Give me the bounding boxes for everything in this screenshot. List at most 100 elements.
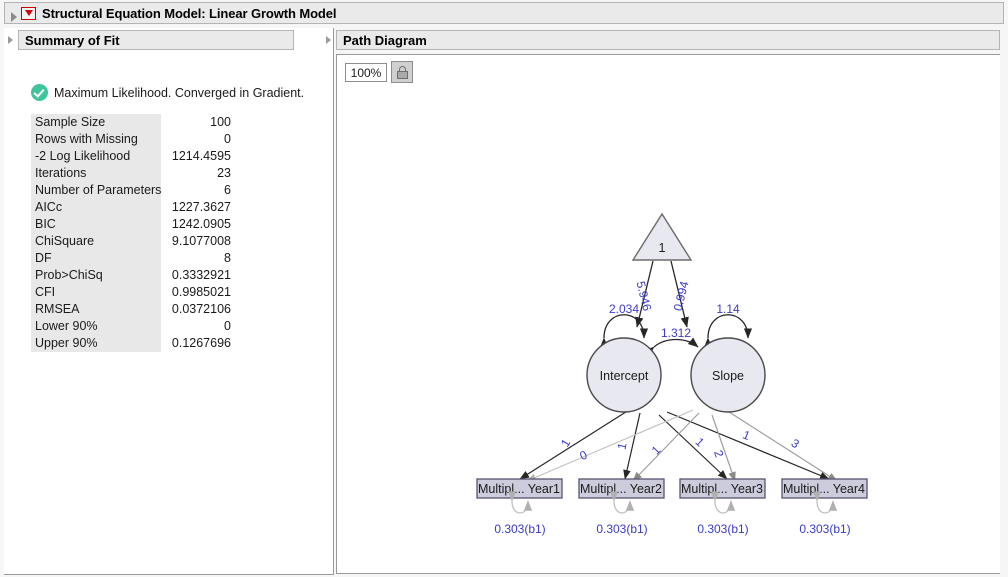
slope-mean-label: 0.994 <box>671 279 692 312</box>
observed-label-year3: Multipl... Year3 <box>681 482 763 496</box>
intercept-loading-label-3: 1 <box>693 435 708 450</box>
fit-stat-value: 9.1077008 <box>161 233 234 250</box>
fit-stat-value: 100 <box>161 114 234 131</box>
path-intercept-to-year3 <box>658 414 728 480</box>
slope-loading-label-3: 2 <box>711 448 727 459</box>
outline-disclosure-icon[interactable] <box>11 12 17 22</box>
observed-node-year2[interactable]: Multipl... Year2 <box>578 478 665 499</box>
fit-stat-label: Sample Size <box>31 114 162 131</box>
path-slope-to-year1 <box>526 409 694 482</box>
convergence-status-text: Maximum Likelihood. Converged in Gradien… <box>54 85 305 100</box>
fit-stat-value: 1242.0905 <box>161 216 234 233</box>
lock-button[interactable] <box>391 61 413 83</box>
green-check-icon <box>31 84 48 101</box>
fit-stat-value: 1214.4595 <box>161 148 234 165</box>
path-intercept-to-year1 <box>519 409 630 480</box>
fit-stat-value: 1227.3627 <box>161 199 234 216</box>
observed-node-year3[interactable]: Multipl... Year3 <box>679 478 766 499</box>
loop-residual-year4 <box>812 491 838 514</box>
fit-stat-label: Iterations <box>31 165 162 182</box>
fit-stat-value: 0 <box>161 318 234 335</box>
fit-stat-label: DF <box>31 250 162 267</box>
fit-stat-value: 6 <box>161 182 234 199</box>
fit-stat-label: BIC <box>31 216 162 233</box>
path-diagram-panel: Path Diagram 100% <box>326 28 1004 575</box>
fit-stat-value: 0.0372106 <box>161 301 234 318</box>
path-slope-to-year2 <box>632 412 700 482</box>
path-diagram-canvas[interactable]: 100% <box>336 54 1000 574</box>
residual-label-year4: 0.303(b1) <box>799 522 850 536</box>
latent-node-slope[interactable] <box>690 337 766 413</box>
summary-of-fit-header[interactable]: Summary of Fit <box>18 30 294 50</box>
path-constant-to-slope <box>670 260 689 328</box>
fit-stat-label: Number of Parameters <box>31 182 162 199</box>
path-slope-to-year4 <box>725 409 838 482</box>
residual-label-year1: 0.303(b1) <box>494 522 545 536</box>
covariance-arrow <box>643 337 699 357</box>
page-title: Structural Equation Model: Linear Growth… <box>42 5 337 21</box>
fit-stat-value: 0.1267696 <box>161 335 234 352</box>
fit-stat-value: 0.9985021 <box>161 284 234 301</box>
path-diagram-title: Path Diagram <box>343 32 427 48</box>
loop-residual-year2 <box>609 491 635 514</box>
table-row: Upper 90%0.1267696 <box>31 335 234 352</box>
fit-stat-label: Upper 90% <box>31 335 162 352</box>
lock-icon <box>396 65 408 79</box>
path-constant-to-intercept <box>635 260 654 328</box>
path-diagram-graphic: 1 5.946 0.994 2.034 1.14 1.312 <box>476 212 868 536</box>
path-intercept-to-year4 <box>666 411 830 480</box>
intercept-variance-label: 2.034 <box>609 302 639 316</box>
path-diagram-header[interactable]: Path Diagram <box>336 30 1000 50</box>
fit-stat-label: ChiSquare <box>31 233 162 250</box>
summary-of-fit-panel: Summary of Fit Maximum Likelihood. Conve… <box>4 28 334 575</box>
fit-stat-label: Rows with Missing <box>31 131 162 148</box>
constant-node[interactable] <box>631 212 693 261</box>
fit-stat-value: 0.3332921 <box>161 267 234 284</box>
summary-disclosure-icon[interactable] <box>8 36 13 44</box>
observed-label-year1: Multipl... Year1 <box>478 482 560 496</box>
fit-stat-value: 23 <box>161 165 234 182</box>
report-menu-button[interactable] <box>21 6 36 20</box>
loop-slope-variance <box>703 314 753 348</box>
slope-loading-label-4: 3 <box>789 436 802 452</box>
observed-label-year2: Multipl... Year2 <box>580 482 662 496</box>
observed-label-year4: Multipl... Year4 <box>783 482 865 496</box>
latent-node-intercept[interactable] <box>586 337 662 413</box>
report-title-bar: Structural Equation Model: Linear Growth… <box>4 2 1004 24</box>
latent-label-intercept: Intercept <box>600 369 649 383</box>
fit-stat-label: RMSEA <box>31 301 162 318</box>
observed-node-year1[interactable]: Multipl... Year1 <box>476 478 563 499</box>
table-row: Lower 90%0 <box>31 318 234 335</box>
residual-label-year2: 0.303(b1) <box>596 522 647 536</box>
latent-label-slope: Slope <box>712 369 744 383</box>
intercept-loading-label-2: 1 <box>615 441 630 451</box>
slope-variance-label: 1.14 <box>716 302 740 316</box>
constant-node-label: 1 <box>659 241 666 255</box>
loop-intercept-variance <box>599 314 649 348</box>
fit-stat-label: AICc <box>31 199 162 216</box>
fit-stat-label: Lower 90% <box>31 318 162 335</box>
fit-stat-label: Prob>ChiSq <box>31 267 162 284</box>
loop-residual-year1 <box>507 491 533 514</box>
summary-of-fit-title: Summary of Fit <box>25 32 120 48</box>
zoom-level-input[interactable]: 100% <box>345 63 387 82</box>
fit-stat-value: 0 <box>161 131 234 148</box>
observed-node-year4[interactable]: Multipl... Year4 <box>781 478 868 499</box>
path-diagram-disclosure-icon[interactable] <box>326 36 331 44</box>
fit-stat-label: -2 Log Likelihood <box>31 148 162 165</box>
path-intercept-to-year2 <box>623 412 641 480</box>
slope-loading-label-2: 1 <box>649 443 664 458</box>
